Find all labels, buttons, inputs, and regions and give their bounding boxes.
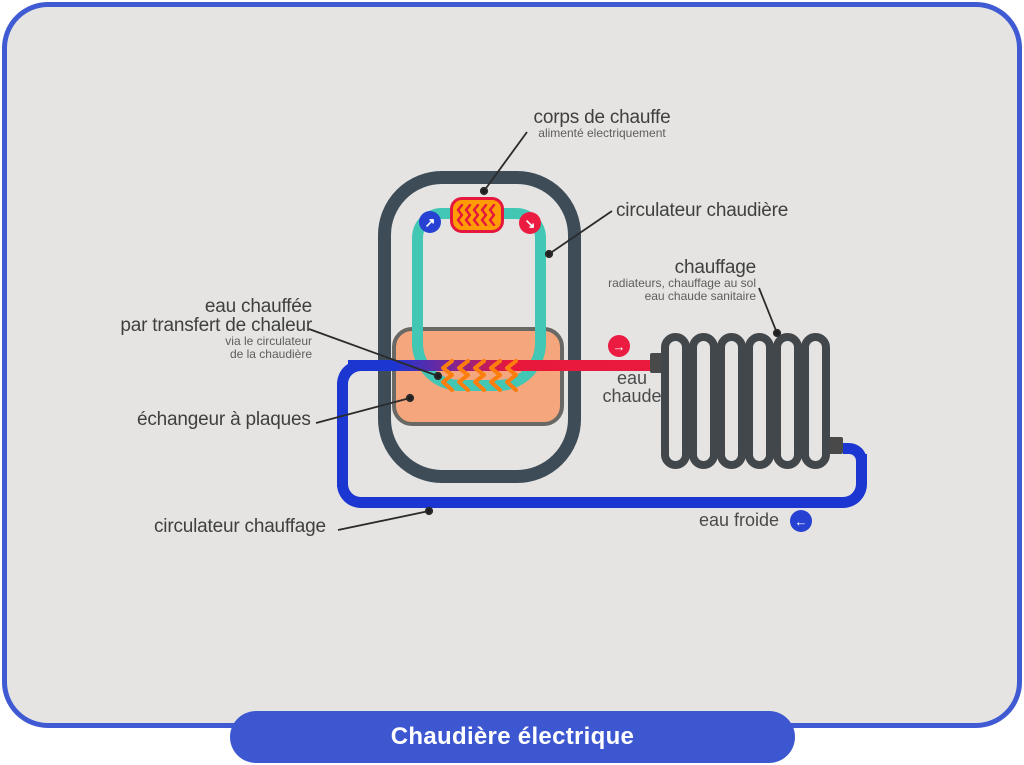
radiator-tube — [661, 333, 690, 469]
label-eau-chauffee: eau chauffée par transfert de chaleur vi… — [111, 297, 312, 361]
chauffage-subtitle-1: radiateurs, chauffage au sol — [608, 276, 756, 290]
radiator-tube — [689, 333, 718, 469]
eau-chauffee-line2: par transfert de chaleur — [120, 315, 312, 336]
label-eau-chaude: eau chaude — [602, 368, 662, 406]
heating-element — [450, 197, 504, 233]
label-chauffage: chauffage radiateurs, chauffage au sol e… — [556, 258, 756, 303]
radiator-tube — [773, 333, 802, 469]
down-right-arrow-icon: ↘ — [524, 215, 536, 231]
up-right-arrow-icon: ↗ — [424, 214, 436, 230]
radiator — [661, 333, 830, 469]
label-circulateur-chauffage: circulateur chauffage — [154, 516, 326, 537]
label-echangeur: échangeur à plaques — [137, 409, 311, 430]
right-arrow-icon: → — [612, 338, 626, 354]
radiator-outlet-pipe — [843, 443, 867, 469]
eau-chauffee-sub1: via le circulateur — [225, 334, 312, 348]
left-arrow-icon: ← — [794, 513, 808, 529]
eau-chauffee-line1: eau chauffée — [204, 296, 312, 317]
heater-coil-icon — [456, 204, 496, 226]
cold-water-flow-badge: ← — [790, 510, 812, 532]
radiator-inlet-connector — [650, 353, 663, 373]
radiator-tube — [745, 333, 774, 469]
cold-water-return-pipe — [337, 454, 867, 508]
chauffage-title: chauffage — [674, 257, 757, 278]
flow-down-badge: ↘ — [519, 212, 541, 234]
radiator-tube — [801, 333, 830, 469]
exchanger-coil-icon — [441, 359, 518, 392]
radiator-outlet-connector — [828, 437, 843, 454]
corps-title: corps de chauffe — [533, 107, 671, 128]
flow-up-badge: ↗ — [419, 211, 441, 233]
chauffage-subtitle-2: eau chaude sanitaire — [644, 289, 756, 303]
hot-water-flow-badge: → — [608, 335, 630, 357]
heated-water-pipe — [348, 360, 658, 371]
label-corps-de-chauffe: corps de chauffe alimenté electriquement — [502, 108, 702, 140]
eau-chauffee-sub2: de la chaudière — [229, 347, 312, 361]
corps-subtitle: alimenté electriquement — [538, 126, 666, 140]
title-banner: Chaudière électrique — [230, 711, 795, 763]
diagram-title: Chaudière électrique — [390, 723, 635, 750]
label-circulateur-chaudiere: circulateur chaudière — [616, 200, 789, 221]
label-eau-froide: eau froide — [699, 510, 780, 530]
radiator-tube — [717, 333, 746, 469]
